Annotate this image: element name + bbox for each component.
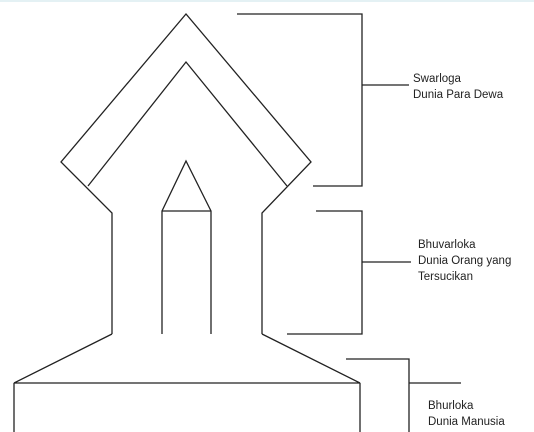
level-description-bhuvarloka-line1: Dunia Orang yang xyxy=(418,255,512,267)
bracket-bhuvarloka xyxy=(287,210,363,335)
level-name-bhuvarloka: Bhuvarloka xyxy=(418,239,476,251)
level-name-bhurloka: Bhurloka xyxy=(428,400,474,412)
level-name-swarloga: Swarloga xyxy=(413,73,461,85)
label-bhuvarloka: Bhuvarloka Dunia Orang yang Tersucikan xyxy=(418,237,511,285)
label-bhurloka: Bhurloka Dunia Manusia xyxy=(428,398,505,430)
bracket-swarloga xyxy=(237,13,363,187)
bracket-bhurloka xyxy=(346,358,410,432)
temple-outer-outline xyxy=(60,12,312,334)
level-description-bhurloka: Dunia Manusia xyxy=(428,416,505,428)
label-swarloga: Swarloga Dunia Para Dewa xyxy=(413,71,503,103)
temple-base-top xyxy=(13,333,361,384)
temple-center-column xyxy=(161,159,212,334)
temple-inner-roof xyxy=(87,60,288,187)
level-description-bhuvarloka-line2: Tersucikan xyxy=(418,271,473,283)
level-description-swarloga: Dunia Para Dewa xyxy=(413,89,504,101)
